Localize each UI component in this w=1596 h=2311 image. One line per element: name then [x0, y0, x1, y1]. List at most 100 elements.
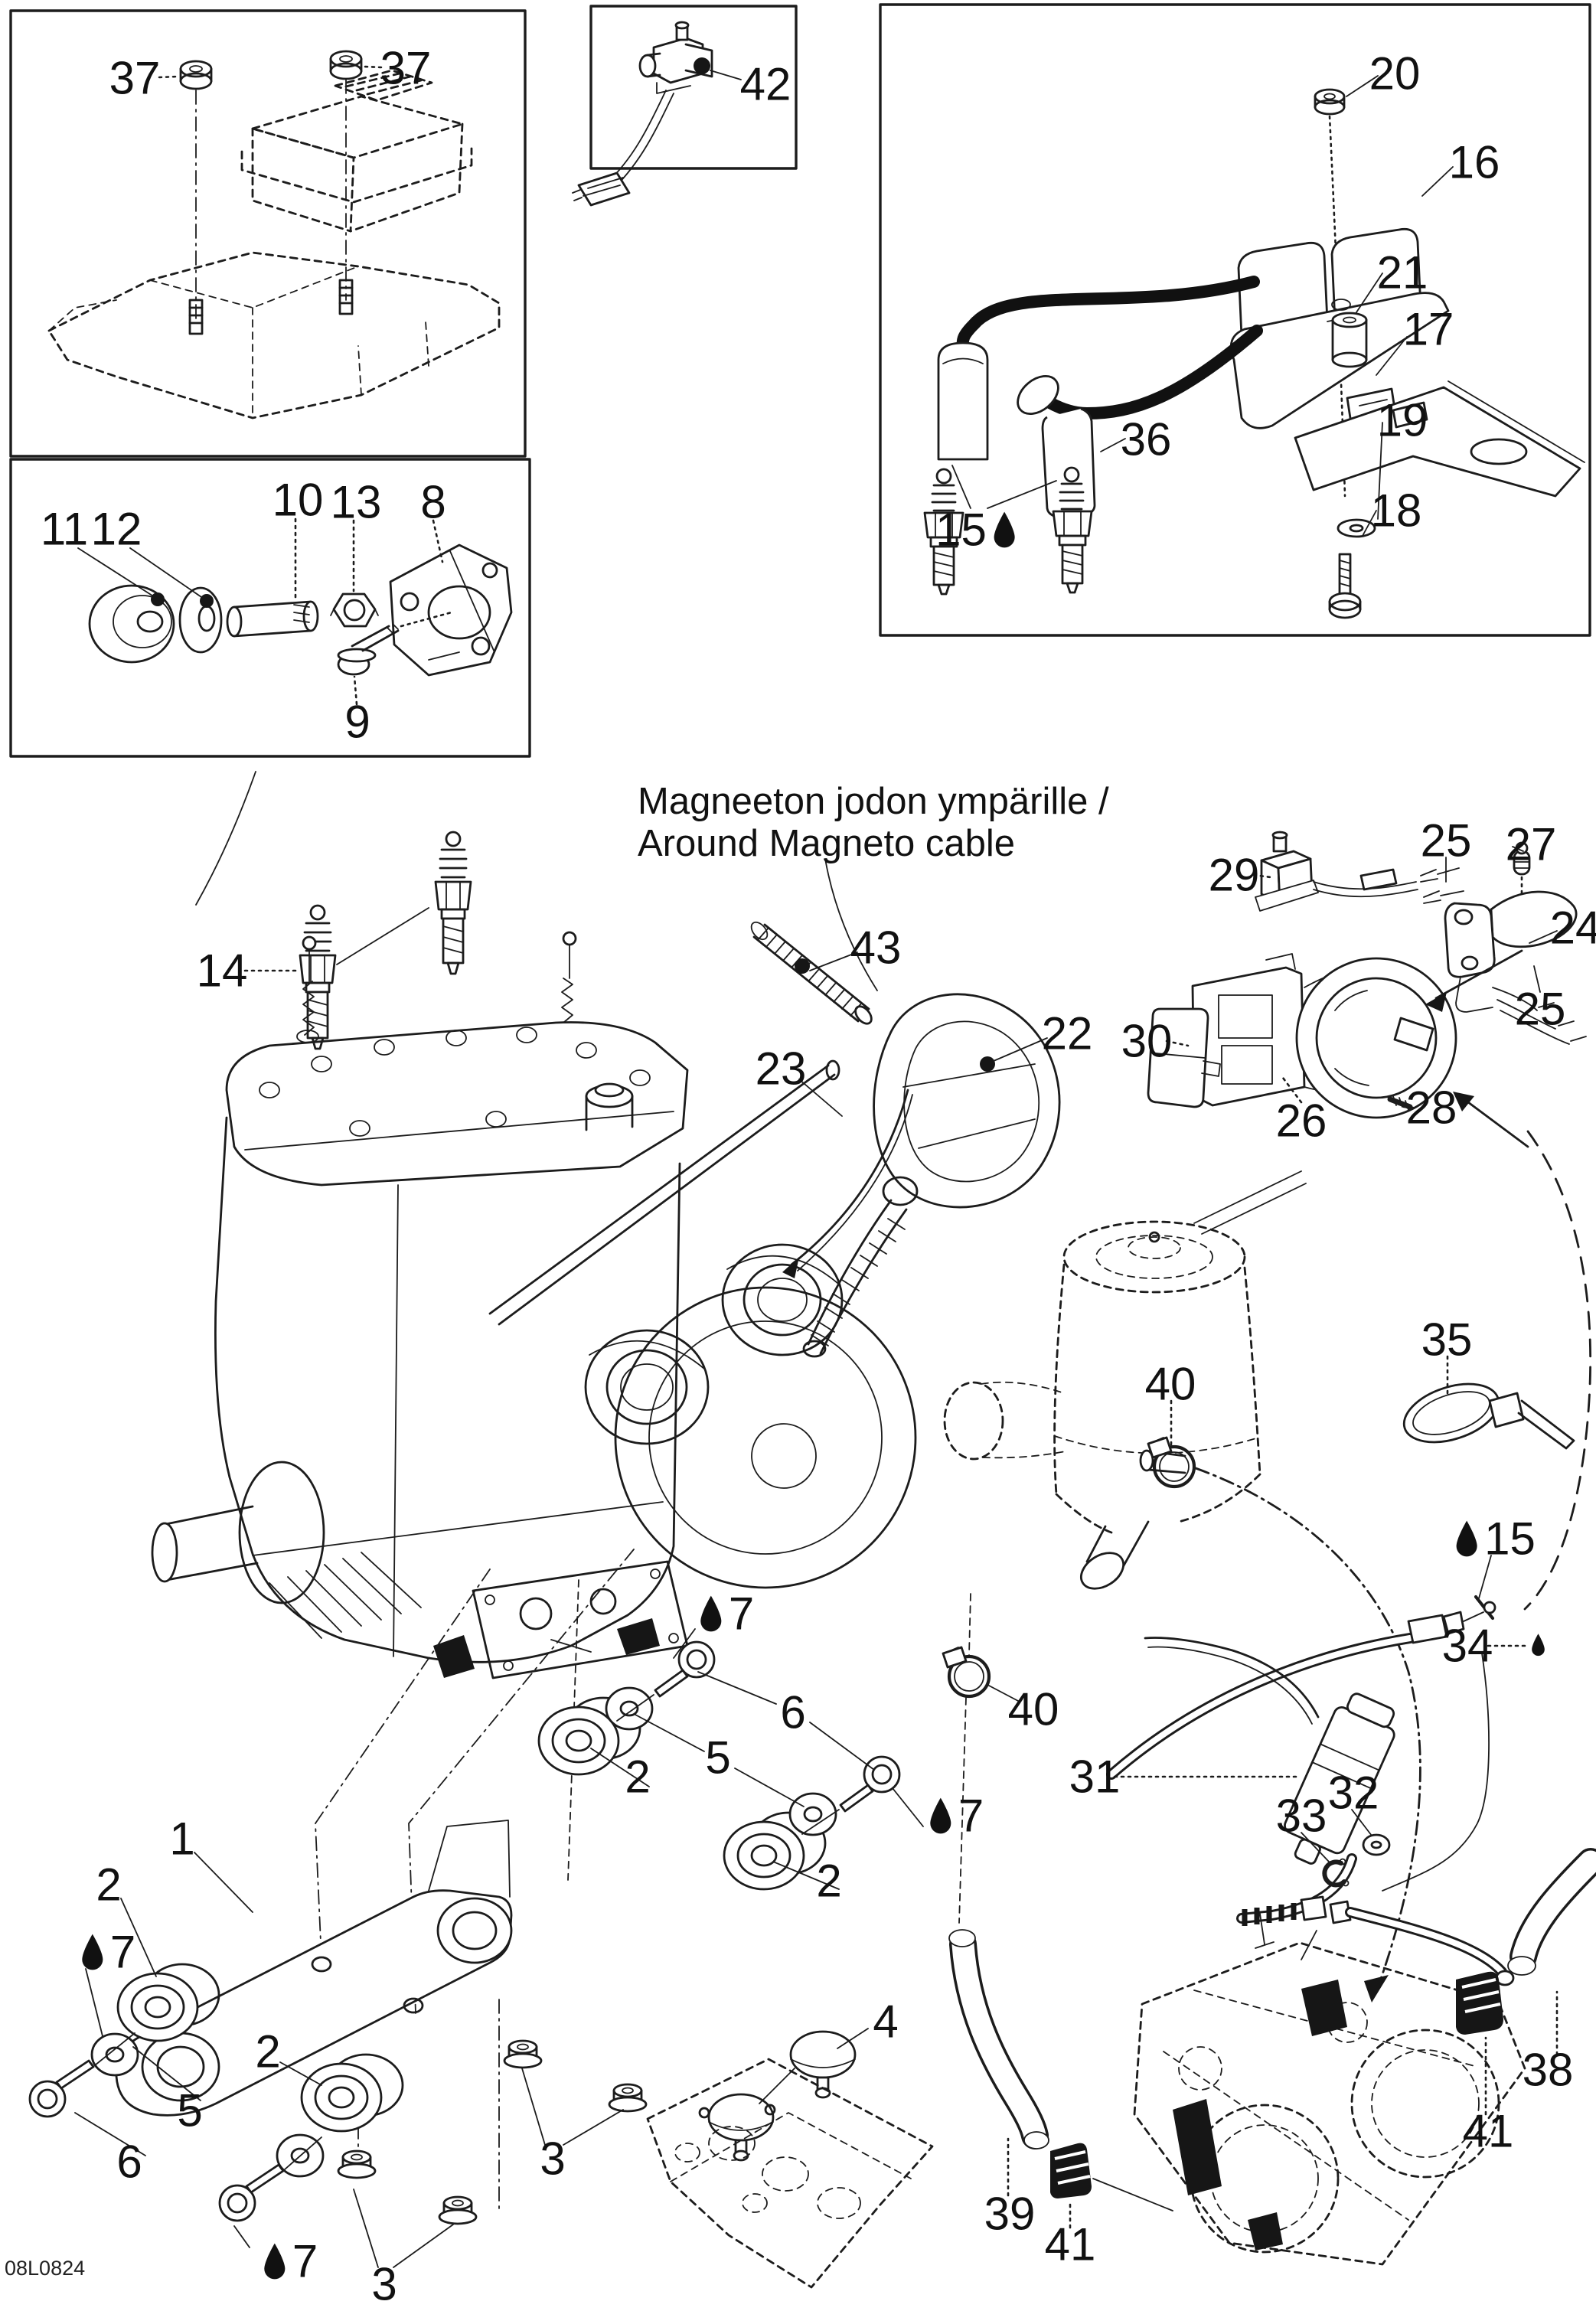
spark-plug	[434, 831, 472, 975]
starter-cord	[802, 1199, 908, 1358]
sheet-code: 08L0824	[5, 2257, 86, 2280]
callout-number: 4	[873, 1996, 899, 2048]
callout-12: 12	[91, 503, 142, 556]
callout-number: 25	[1420, 814, 1472, 867]
rubber-mount-2	[300, 2053, 404, 2133]
callout-number: 33	[1275, 1790, 1327, 1842]
callout-7: 7	[697, 1588, 754, 1640]
callout-19: 19	[1377, 394, 1428, 447]
callout-number: 7	[958, 1790, 984, 1842]
oil-droplet-icon	[82, 1934, 103, 1970]
choke-lever-24	[1444, 890, 1587, 1045]
cap-plug-4	[789, 2030, 857, 2099]
flange-nut-3	[337, 2149, 377, 2179]
callout-number: 40	[1144, 1358, 1196, 1410]
callout-30: 30	[1121, 1015, 1173, 1068]
callout-15: 15	[1453, 1513, 1536, 1565]
callout-41: 41	[1463, 2105, 1514, 2158]
callout-number: 13	[330, 476, 382, 528]
callout-21: 21	[1377, 246, 1428, 299]
callout-3: 3	[371, 2258, 397, 2311]
callout-36: 36	[1121, 413, 1172, 466]
callout-number: 41	[1462, 2105, 1514, 2157]
callout-7: 7	[79, 1926, 135, 1979]
leader-43	[809, 951, 858, 971]
arrowhead	[1364, 1975, 1389, 2003]
fitting-41-right	[1456, 1971, 1503, 2116]
callout-40: 40	[1145, 1358, 1196, 1411]
callout-number: 25	[1514, 983, 1566, 1035]
callout-32: 32	[1328, 1767, 1379, 1820]
spark-plug-left	[923, 468, 964, 596]
cap-plug-4	[707, 2093, 775, 2162]
cable-tie-35	[1402, 1382, 1575, 1450]
bolt-9	[337, 611, 453, 676]
callout-number: 15	[1484, 1513, 1536, 1565]
nut-13	[330, 592, 379, 628]
callout-6: 6	[780, 1686, 805, 1739]
callout-18: 18	[1371, 485, 1422, 537]
spacer-tube-10	[226, 600, 319, 638]
inset3-leaders	[951, 75, 1454, 537]
oil-injection-hose	[1236, 1853, 1515, 1986]
callout-number: 2	[255, 2025, 281, 2078]
washer-5	[788, 1792, 837, 1836]
leader-23	[798, 1079, 843, 1117]
callout-number: 1	[169, 1813, 195, 1865]
callout-7: 7	[927, 1790, 984, 1843]
callout-number: 11	[40, 503, 89, 555]
callout-number: 30	[1121, 1015, 1173, 1067]
callout-number: 6	[780, 1686, 806, 1738]
callout-number: 20	[1369, 47, 1421, 100]
socket-bolt-6	[28, 2032, 135, 2118]
bracket-plate-8	[389, 543, 513, 677]
ignition-switch-cluster	[1147, 831, 1592, 1611]
inset-ignition-coil	[879, 3, 1591, 637]
choke-cable-34	[1106, 1555, 1529, 1780]
leader-32	[1351, 1809, 1372, 1836]
callout-37: 37	[380, 42, 432, 95]
callout-number: 22	[1041, 1007, 1093, 1059]
rubber-mount-2	[723, 1811, 827, 1891]
tray-bracket	[47, 251, 501, 419]
callout-40: 40	[1008, 1683, 1059, 1736]
inset-mount-hardware	[9, 458, 531, 758]
washer-12	[178, 586, 223, 654]
callout-25: 25	[1421, 814, 1472, 867]
callout-11: 11	[41, 503, 88, 556]
locator-silencer-to-carb	[1194, 1467, 1421, 1989]
callout-number: 32	[1327, 1767, 1379, 1819]
callout-number: 41	[1044, 2218, 1096, 2270]
crankcase	[214, 1116, 681, 1663]
callout-4: 4	[873, 1996, 898, 2048]
spiral-conduit-43	[750, 921, 873, 1025]
callout-5: 5	[177, 2084, 202, 2137]
spacer-21	[1331, 312, 1368, 368]
callout-number: 26	[1275, 1095, 1327, 1147]
callout-23: 23	[756, 1043, 807, 1095]
flange-nut-3	[503, 2039, 543, 2069]
filter-inlet-hose	[1144, 1637, 1320, 1719]
micro-switch-29	[1255, 831, 1319, 912]
callout-7: 7	[261, 2235, 318, 2288]
nut-20	[1314, 88, 1346, 116]
leader-37	[158, 65, 383, 79]
callout-38: 38	[1523, 2044, 1574, 2097]
callout-number: 3	[540, 2133, 566, 2185]
callout-number: 38	[1522, 2044, 1574, 2096]
leader-22	[993, 1037, 1048, 1062]
magneto-note: Magneeton jodon ympärille /Around Magnet…	[638, 781, 1109, 865]
callout-number: 37	[109, 52, 161, 104]
switch-cover-30	[1147, 1007, 1221, 1108]
callout-number: 9	[344, 696, 370, 748]
oil-droplet-icon	[264, 2243, 286, 2279]
bolt-18	[1328, 553, 1362, 619]
callout-number: 7	[728, 1588, 755, 1640]
oil-droplet-icon	[930, 1797, 951, 1833]
callout-number: 23	[755, 1043, 807, 1095]
leader-dot-42	[694, 57, 710, 74]
set-screw-28	[1387, 1095, 1413, 1111]
washer-32	[1351, 1809, 1391, 1856]
callout-number: 2	[625, 1751, 651, 1803]
callout-3: 3	[540, 2133, 565, 2185]
